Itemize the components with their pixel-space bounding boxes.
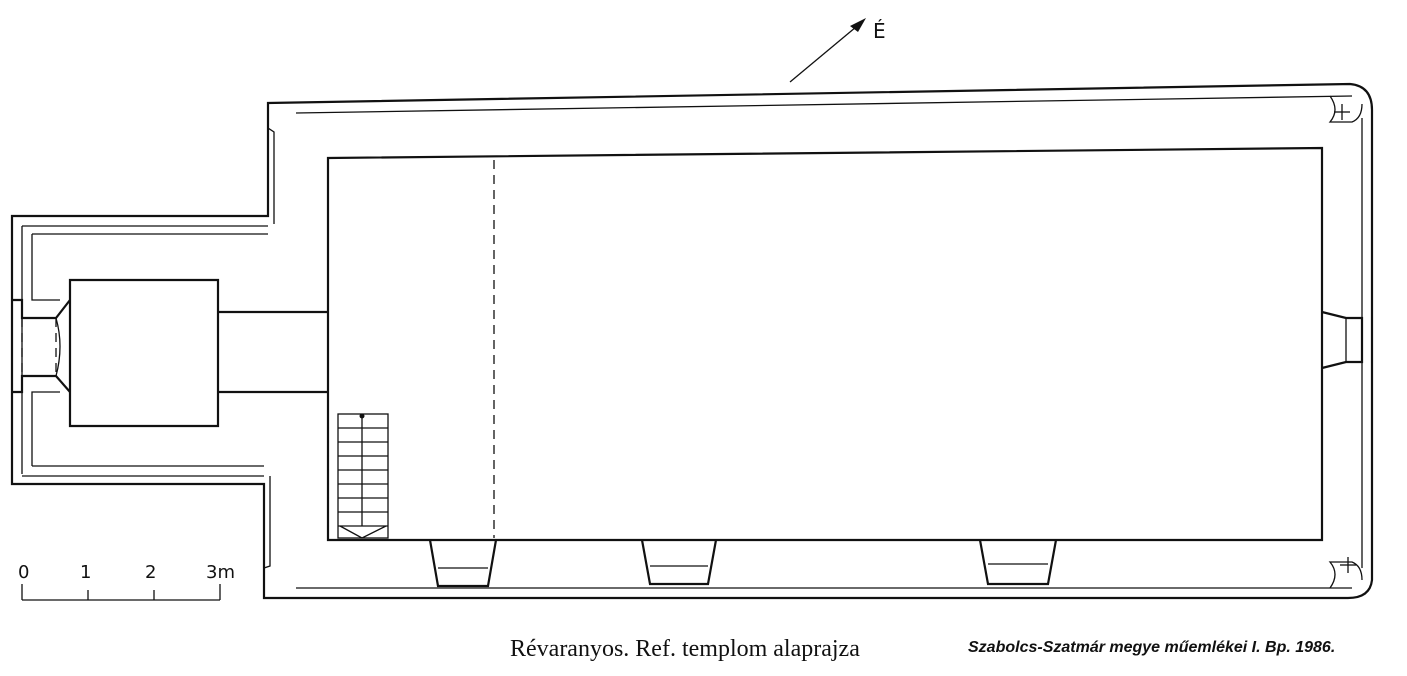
nave-interior: [326, 146, 1324, 542]
stair-start-marker-icon: [359, 413, 365, 419]
church-outer-walls: [10, 82, 1374, 600]
scale-bar: 0 1 2 3m: [18, 562, 235, 601]
scale-tick-3: 3m: [206, 562, 235, 583]
north-arrow: É: [789, 18, 886, 83]
east-opening: [1321, 310, 1364, 370]
tower: [12, 225, 328, 477]
staircase: [337, 413, 389, 539]
caption-title: Révaranyos. Ref. templom alaprajza: [510, 636, 860, 662]
caption-source: Szabolcs-Szatmár megye műemlékei I. Bp. …: [968, 639, 1335, 656]
north-label: É: [873, 19, 886, 43]
south-window-niches: [428, 539, 1058, 588]
scale-tick-0: 0: [18, 562, 29, 583]
north-arrowhead-icon: [850, 18, 866, 32]
scale-tick-1: 1: [80, 562, 91, 583]
scale-tick-2: 2: [145, 562, 156, 583]
